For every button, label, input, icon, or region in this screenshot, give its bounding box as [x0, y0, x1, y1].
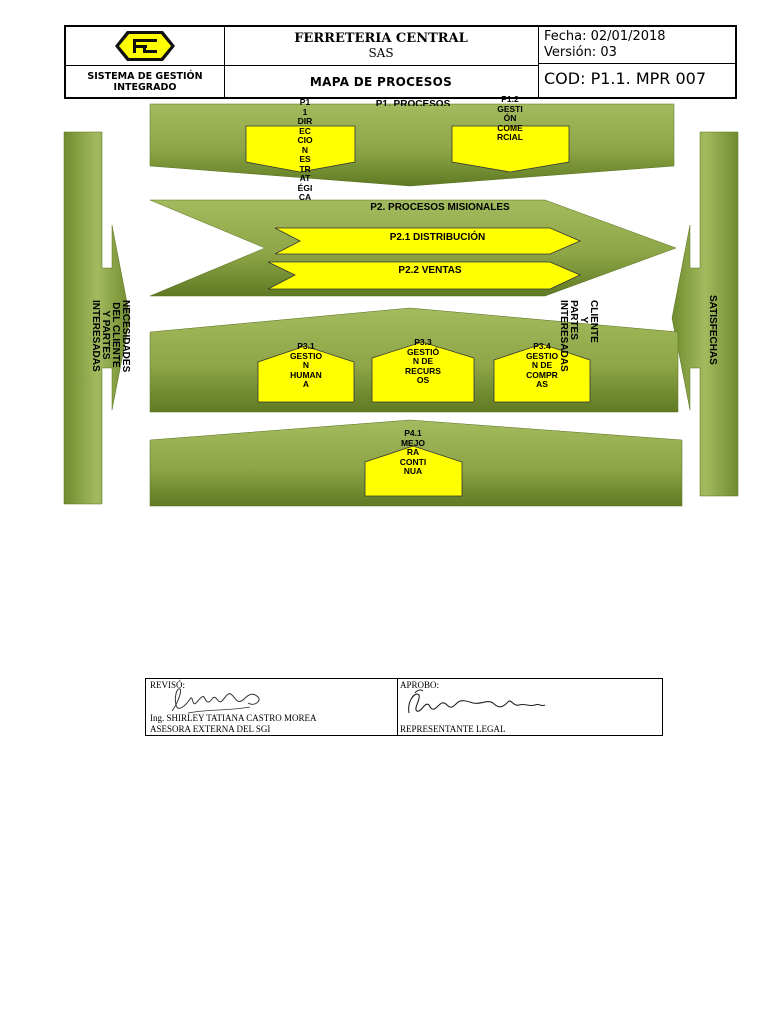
- p2-1-label: P2.1 DISTRIBUCIÓN: [389, 232, 486, 243]
- p4-1-box: [364, 445, 463, 497]
- p2-2-label: P2.2 VENTAS: [398, 265, 462, 276]
- document-code: COD: P1.1. MPR 007: [544, 68, 707, 88]
- left-needs-label: NECESIDADES DEL CLIENTE Y PARTES INTERES…: [90, 300, 131, 373]
- system-line-1: SISTEMA DE GESTIÓN: [87, 71, 203, 82]
- p1-strategic-band: [149, 103, 675, 187]
- p2-1-arrow: [274, 227, 582, 255]
- p3-3-label: P3.3 GESTIÓ N DE RECURS OS: [405, 337, 441, 385]
- header-divider: [224, 27, 225, 97]
- system-line-2: INTEGRADO: [113, 82, 177, 93]
- p2-2-arrow: [267, 261, 581, 290]
- p1-2-label: P1.2 GESTI ÓN COME RCIAL: [497, 94, 523, 142]
- p3-1-label: P3.1 GESTIO N HUMAN A: [289, 341, 323, 389]
- approver-cell: APROBO: REPRESENTANTE LEGAL: [397, 679, 662, 735]
- approver-signature: [408, 689, 546, 714]
- document-meta: Fecha: 02/01/2018 Versión: 03: [544, 28, 734, 62]
- reviewer-label: REVISÓ:: [150, 680, 186, 690]
- header-divider: [538, 27, 539, 97]
- right-output-arrow: [671, 131, 739, 497]
- document-version: Versión: 03: [544, 45, 617, 60]
- p3-3-box: [371, 341, 475, 403]
- header-divider: [224, 65, 538, 66]
- right-satisfied-label: SATISFECHAS: [707, 295, 718, 365]
- right-clients-label: CLIENTE Y PARTES INTERESADAS: [558, 300, 599, 372]
- p3-1-box: [257, 345, 355, 403]
- document-title: MAPA DE PROCESOS: [309, 75, 453, 89]
- approver-label: APROBO:: [400, 680, 440, 690]
- company-logo: [66, 27, 224, 65]
- header-divider: [538, 63, 737, 64]
- p3-4-box: [493, 343, 591, 403]
- company-line-1: FERRETERIA CENTRAL: [294, 31, 468, 46]
- reviewer-name: Ing. SHIRLEY TATIANA CASTRO MOREA: [150, 713, 317, 723]
- p1-title: P1. PROCESOS: [375, 99, 451, 106]
- company-line-2: SAS: [368, 46, 394, 60]
- p1-2-box: [451, 125, 570, 173]
- process-map: [63, 103, 739, 507]
- approval-table: REVISÓ: Ing. SHIRLEY TATIANA CASTRO MORE…: [145, 678, 663, 736]
- p1-1-label: P1 1 DIR EC CIO N ES TR AT ÉGI CA: [297, 97, 313, 202]
- p3-4-label: P3.4 GESTIO N DE COMPR AS: [525, 341, 559, 389]
- p2-title: P2. PROCESOS MISIONALES: [370, 202, 510, 213]
- reviewer-signature: [171, 688, 260, 714]
- approver-role: REPRESENTANTE LEGAL: [400, 724, 506, 734]
- reviewer-cell: REVISÓ: Ing. SHIRLEY TATIANA CASTRO MORE…: [146, 679, 398, 735]
- p4-1-label: P4.1 MEJO RA CONTI NUA: [399, 428, 427, 476]
- company-name: FERRETERIA CENTRAL SAS: [224, 27, 538, 65]
- p1-1-box: [245, 125, 356, 173]
- system-name: SISTEMA DE GESTIÓN INTEGRADO: [66, 65, 224, 99]
- document-date: Fecha: 02/01/2018: [544, 29, 666, 44]
- left-input-arrow: [63, 131, 131, 505]
- document-header: SISTEMA DE GESTIÓN INTEGRADO FERRETERIA …: [64, 25, 737, 99]
- reviewer-role: ASESORA EXTERNA DEL SGI: [150, 724, 271, 734]
- header-divider: [66, 65, 224, 66]
